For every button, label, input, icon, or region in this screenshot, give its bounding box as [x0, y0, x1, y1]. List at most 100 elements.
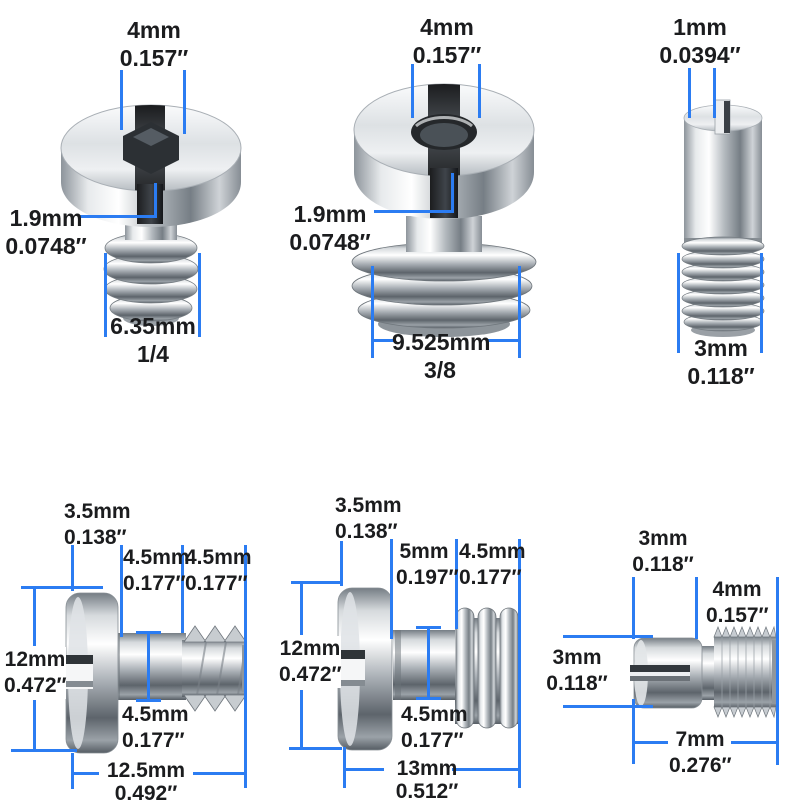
- dim-label-tm-thread-diameter: 9.525mm 3/8: [392, 328, 491, 384]
- dim-line: [776, 577, 779, 765]
- dim-mm: 1.9mm: [9, 205, 83, 231]
- dim-line: [80, 215, 156, 218]
- dim-inch: 0.472″: [4, 674, 67, 697]
- dim-mm: 3.5mm: [335, 494, 402, 517]
- dim-label-tl-slot-width: 4mm 0.157″: [114, 16, 194, 72]
- dim-label-bl-head-thickness: 3.5mm 0.138″: [64, 499, 131, 551]
- dim-inch: 0.492″: [114, 782, 178, 800]
- dim-mm: 12mm: [279, 637, 341, 660]
- dim-mm: 12mm: [4, 648, 66, 671]
- dim-mm: 4.5mm: [459, 540, 526, 563]
- dim-label-tm-slot-width: 4mm 0.157″: [407, 13, 487, 69]
- dim-inch: 0.157″: [412, 42, 482, 68]
- dim-line: [343, 747, 346, 788]
- dim-label-tl-thread-diameter: 6.35mm 1/4: [109, 312, 197, 368]
- dim-line: [340, 541, 343, 586]
- dim-line: [244, 545, 247, 788]
- dim-line: [760, 253, 763, 353]
- dim-inch: 0.177″: [122, 729, 185, 752]
- dim-mm: 4.5mm: [123, 546, 190, 569]
- dim-line: [632, 577, 635, 639]
- dim-label-bl-head-diameter: 12mm 0.472″: [4, 647, 67, 699]
- dim-inch: 0.276″: [669, 754, 732, 777]
- dim-mm: 4mm: [127, 17, 181, 43]
- dim-mm: 3.5mm: [64, 500, 131, 523]
- dim-inch: 0.118″: [632, 553, 694, 576]
- dim-inch: 0.0394″: [659, 42, 741, 68]
- dim-line: [451, 173, 454, 213]
- dim-line: [478, 64, 481, 118]
- dim-line: [488, 339, 520, 342]
- dim-mm: 1.9mm: [293, 201, 367, 227]
- dim-inch: 0.157″: [706, 604, 769, 627]
- dim-line: [183, 70, 186, 134]
- dim-label-bm-shaft-diameter: 4.5mm 0.177″: [401, 702, 468, 754]
- dim-line: [345, 768, 384, 771]
- dim-label-bl-total-length: 12.5mm 0.492″: [99, 759, 193, 800]
- dim-line: [677, 253, 680, 353]
- pin-screw-illustration: [681, 99, 765, 337]
- dim-mm: 9.525mm: [392, 329, 491, 355]
- dim-label-bl-shaft-diameter: 4.5mm 0.177″: [122, 702, 189, 754]
- dim-mm: 6.35mm: [110, 313, 196, 339]
- dim-label-tl-slot-depth: 1.9mm 0.0748″: [4, 204, 88, 260]
- dim-line: [300, 581, 303, 635]
- dim-line: [518, 539, 521, 788]
- dim-mm: 5mm: [399, 540, 449, 563]
- dim-line: [154, 183, 157, 218]
- side-screw-b-illustration: [335, 587, 519, 751]
- dim-mm: 4.5mm: [401, 703, 468, 726]
- dim-line: [518, 266, 521, 358]
- dim-label-bm-total-length: 13mm 0.512″: [384, 757, 470, 800]
- dim-line: [390, 539, 393, 639]
- dim-label-bm-head-diameter: 12mm 0.472″: [279, 636, 342, 688]
- dim-line: [71, 753, 74, 789]
- dim-inch: 0.0748″: [289, 229, 371, 255]
- dim-line: [452, 768, 520, 771]
- dim-inch: 0.197″: [396, 566, 459, 589]
- dim-line: [136, 699, 161, 702]
- dim-inch: 0.138″: [64, 526, 127, 549]
- dim-line: [289, 747, 342, 750]
- dim-mm: 1mm: [673, 14, 727, 40]
- dim-line: [136, 631, 161, 634]
- three-eighth-inch-screw-illustration: [351, 83, 537, 337]
- dim-line: [374, 210, 454, 213]
- dim-inch: 0.118″: [546, 672, 608, 695]
- dim-label-tm-slot-depth: 1.9mm 0.0748″: [288, 200, 372, 256]
- dim-label-bm-shaft-length: 5mm 0.197″: [396, 539, 459, 591]
- dim-line: [374, 339, 394, 342]
- dim-line: [416, 697, 441, 700]
- dim-inch: 0.118″: [687, 363, 755, 389]
- dim-line: [291, 581, 343, 584]
- dim-label-bm-thread-length: 4.5mm 0.177″: [459, 539, 526, 591]
- dim-mm: 4mm: [712, 578, 762, 601]
- dim-inch: 0.177″: [123, 572, 186, 595]
- dim-line: [411, 64, 414, 118]
- dim-line: [713, 68, 716, 118]
- dim-line: [563, 705, 653, 708]
- dim-line: [427, 627, 430, 700]
- dim-label-br-thread-length: 4mm 0.157″: [706, 577, 769, 629]
- dim-line: [73, 772, 99, 775]
- dim-line: [634, 741, 668, 744]
- dim-line: [120, 545, 123, 637]
- dim-label-br-head-diameter: 3mm 0.118″: [546, 645, 608, 697]
- dim-label-bl-thread-length: 4.5mm 0.177″: [185, 545, 252, 597]
- dim-mm: 3mm: [694, 335, 748, 361]
- dim-inch: 0.472″: [279, 663, 342, 686]
- dim-line: [33, 586, 36, 646]
- dim-inch: 0.157″: [119, 45, 189, 71]
- dim-line: [193, 772, 246, 775]
- dim-mm: 13mm: [396, 757, 458, 780]
- dim-line: [695, 577, 698, 639]
- dim-mm: 4.5mm: [122, 703, 189, 726]
- dim-mm: 12.5mm: [106, 759, 186, 782]
- dim-label-br-total-length: 7mm 0.276″: [669, 727, 732, 779]
- dim-mm: 7mm: [675, 728, 725, 751]
- dim-label-bm-head-thickness: 3.5mm 0.138″: [335, 493, 402, 545]
- dim-line: [21, 586, 103, 589]
- dim-mm: 4.5mm: [185, 546, 252, 569]
- dim-line: [71, 545, 74, 591]
